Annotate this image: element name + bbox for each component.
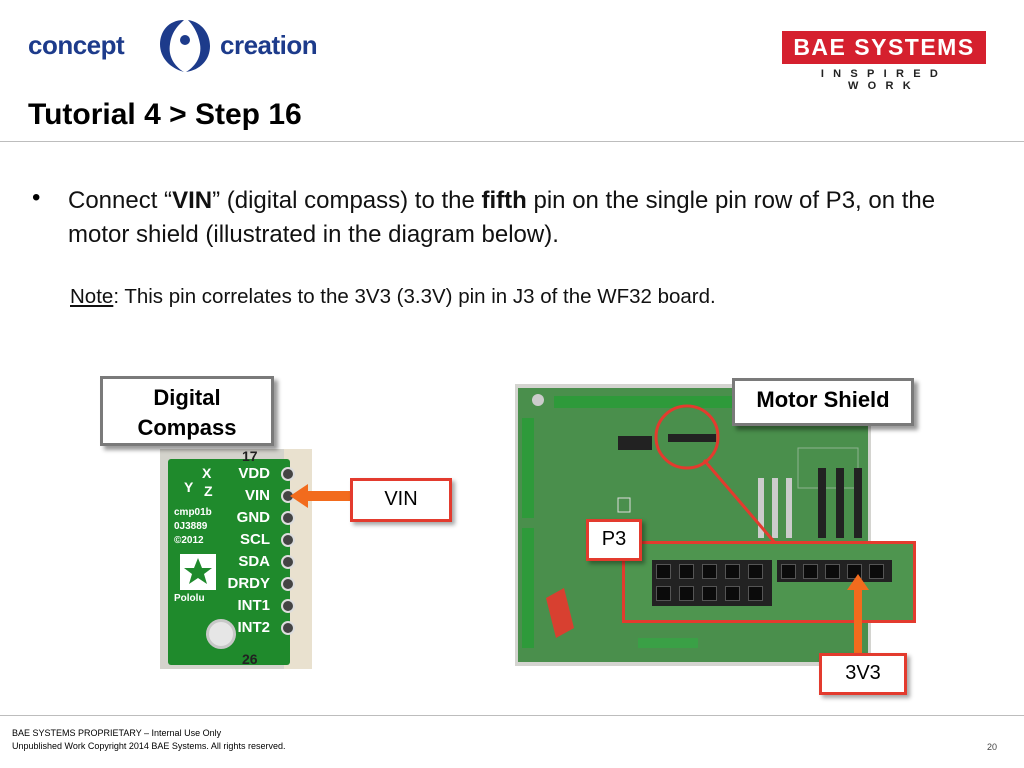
header-hole <box>656 564 671 579</box>
board-text-4: Pololu <box>174 593 205 604</box>
3v3-callout: 3V3 <box>819 653 907 695</box>
bae-logo-name: BAE SYSTEMS <box>782 31 986 64</box>
header-hole <box>702 564 717 579</box>
axis-z-label: Z <box>204 483 213 499</box>
pin-label-int2: INT2 <box>237 619 270 636</box>
board-text-1: cmp01b <box>174 507 212 518</box>
header-hole <box>679 586 694 601</box>
compass-pcb: X Y Z cmp01b 0J3889 ©2012 Pololu <box>168 459 290 665</box>
p3-connector-zoom <box>622 541 916 623</box>
pin-highlight-circle-icon <box>654 404 720 470</box>
logo-mark-icon <box>160 20 210 72</box>
pin-gnd <box>281 511 295 525</box>
instruction-post: pin on the single pin row of P3, on the … <box>68 187 936 248</box>
logo-word-concept: concept <box>28 30 125 60</box>
pin-label-sda: SDA <box>238 553 270 570</box>
pin-scl <box>281 533 295 547</box>
concept-creation-logo: concept creation <box>28 16 318 78</box>
instruction-bold-vin: VIN <box>172 187 213 214</box>
pololu-logo-icon <box>180 554 216 590</box>
note-body: : This pin correlates to the 3V3 (3.3V) … <box>113 285 716 308</box>
note-text: Note: This pin correlates to the 3V3 (3.… <box>70 285 716 309</box>
instruction-pre: Connect “ <box>68 187 173 214</box>
bullet-marker: • <box>32 184 41 211</box>
header-hole <box>748 564 763 579</box>
header-hole <box>781 564 796 579</box>
page-title: Tutorial 4 > Step 16 <box>28 98 302 131</box>
pin-label-vdd: VDD <box>238 465 270 482</box>
pin-label-gnd: GND <box>236 509 270 526</box>
instruction-text: Connect “VIN” (digital compass) to the f… <box>68 184 988 252</box>
pin-label-drdy: DRDY <box>227 575 270 592</box>
header-hole <box>679 564 694 579</box>
header-hole <box>803 564 818 579</box>
double-row-header <box>652 560 772 606</box>
logo-word-creation: creation <box>220 30 318 60</box>
digital-compass-image: X Y Z cmp01b 0J3889 ©2012 Pololu 17 26 V… <box>160 448 312 669</box>
pin-number-top: 17 <box>242 448 258 464</box>
vin-arrow-icon <box>290 484 354 508</box>
header-hole <box>748 586 763 601</box>
header-hole <box>656 586 671 601</box>
title-divider <box>0 141 1024 142</box>
bae-logo-tagline: INSPIRED WORK <box>820 68 948 92</box>
header-hole <box>825 564 840 579</box>
digital-compass-label-line2: Compass <box>137 415 237 440</box>
motor-shield-image <box>515 384 871 666</box>
instruction-mid: ” (digital compass) to the <box>212 187 482 214</box>
shield-components-icon <box>522 394 862 648</box>
pin-vdd <box>281 467 295 481</box>
mounting-hole <box>206 619 236 649</box>
header-hole <box>725 564 740 579</box>
digital-compass-label: Digital Compass <box>100 376 274 446</box>
bae-systems-logo: BAE SYSTEMS INSPIRED WORK <box>782 31 986 92</box>
pin-drdy <box>281 577 295 591</box>
header-hole <box>702 586 717 601</box>
footer-copyright: Unpublished Work Copyright 2014 BAE Syst… <box>12 741 286 751</box>
note-label: Note <box>70 285 114 308</box>
pin-int2 <box>281 621 295 635</box>
instruction-bold-fifth: fifth <box>481 187 527 214</box>
pin-sda <box>281 555 295 569</box>
zoom-connector-line <box>702 459 778 545</box>
pin-label-scl: SCL <box>240 531 270 548</box>
3v3-arrow-icon <box>847 574 869 656</box>
footer-proprietary: BAE SYSTEMS PROPRIETARY – Internal Use O… <box>12 728 222 738</box>
footer-divider <box>0 715 1024 716</box>
p3-callout: P3 <box>586 519 642 561</box>
header-hole <box>869 564 884 579</box>
pin-number-bottom: 26 <box>242 651 258 667</box>
axis-x-label: X <box>202 465 212 481</box>
axis-y-label: Y <box>184 479 194 495</box>
page-number: 20 <box>987 742 998 752</box>
digital-compass-label-line1: Digital <box>153 385 221 410</box>
board-text-2: 0J3889 <box>174 521 208 532</box>
board-text-3: ©2012 <box>174 535 204 546</box>
pin-label-vin: VIN <box>244 487 270 504</box>
vin-callout: VIN <box>350 478 452 522</box>
single-pin-row <box>777 560 892 582</box>
header-hole <box>725 586 740 601</box>
pin-label-int1: INT1 <box>237 597 270 614</box>
pin-int1 <box>281 599 295 613</box>
motor-shield-label: Motor Shield <box>732 378 914 426</box>
